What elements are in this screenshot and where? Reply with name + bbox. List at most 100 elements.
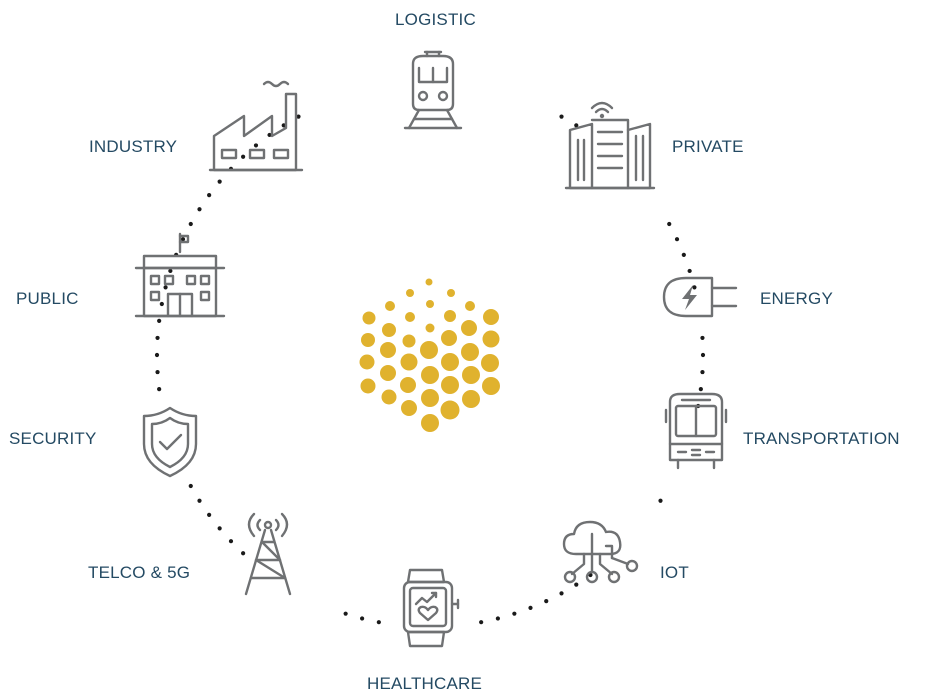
- logo-dot: [380, 342, 396, 358]
- logo-dot: [406, 289, 414, 297]
- ring-dot: [228, 539, 234, 544]
- ring-dot: [157, 318, 162, 324]
- label-security: SECURITY: [9, 429, 97, 448]
- plug-icon: [662, 276, 738, 318]
- ring-dot: [180, 237, 186, 242]
- ring-dot: [241, 154, 246, 159]
- label-private: PRIVATE: [672, 137, 744, 156]
- ring-dot: [658, 498, 663, 503]
- ring-dot: [700, 369, 705, 375]
- logo-dot: [426, 300, 434, 308]
- logo-dot: [421, 414, 439, 432]
- logo-dot: [465, 301, 475, 311]
- ring-dot: [700, 352, 706, 358]
- logo-dot: [385, 301, 395, 311]
- label-iot: IOT: [660, 563, 689, 582]
- factory-icon: [208, 80, 304, 172]
- ring-dot: [512, 611, 517, 616]
- ring-dot: [667, 221, 672, 227]
- logo-dot: [441, 353, 459, 371]
- logo-dot: [425, 278, 433, 286]
- logo-dot: [481, 354, 499, 372]
- ring-dot: [574, 123, 579, 128]
- logo-dot: [425, 323, 435, 333]
- ring-dot: [544, 599, 549, 604]
- logo-dot: [405, 312, 415, 322]
- ring-dot: [155, 369, 160, 375]
- ring-dot: [588, 572, 593, 578]
- label-healthcare: HEALTHCARE: [367, 674, 483, 693]
- ring-dot: [188, 221, 193, 227]
- logo-dot: [400, 353, 418, 371]
- logo-dot: [440, 400, 460, 420]
- ring-dot: [700, 335, 705, 341]
- logo-dot: [421, 366, 439, 384]
- ring-dot: [479, 620, 484, 625]
- building-wifi-icon: [564, 101, 656, 190]
- ring-dot: [360, 616, 365, 621]
- logo-dot: [400, 377, 416, 393]
- logo-dot: [381, 389, 397, 405]
- ring-dot: [681, 252, 686, 257]
- logo-dot: [461, 320, 477, 336]
- logo-dot: [420, 341, 438, 359]
- ring-dot: [253, 143, 259, 148]
- label-logistic: LOGISTIC: [395, 10, 476, 29]
- logo-dot: [362, 311, 376, 325]
- ring-dot: [217, 526, 222, 531]
- ring-dot: [217, 179, 222, 184]
- logo-dot: [359, 354, 375, 370]
- ring-dot: [197, 498, 202, 503]
- ring-dot: [155, 335, 160, 341]
- ring-dot: [267, 132, 272, 138]
- ring-dot: [154, 352, 160, 358]
- ring-dot: [157, 386, 162, 392]
- logo-dot: [462, 366, 480, 384]
- logo-dot: [444, 310, 456, 322]
- logo-dot: [441, 376, 459, 394]
- label-industry: INDUSTRY: [89, 137, 178, 156]
- ring-dot: [698, 386, 703, 392]
- ring-dot: [376, 620, 381, 625]
- logo-dot: [447, 289, 455, 297]
- ring-dot: [168, 268, 173, 274]
- ring-dot: [674, 237, 680, 242]
- label-energy: ENERGY: [760, 289, 833, 308]
- logo-dot: [462, 390, 480, 408]
- logo-dot: [401, 400, 417, 416]
- logo-dot: [402, 334, 416, 348]
- government-building-icon: [134, 232, 226, 318]
- ring-dot: [692, 285, 697, 290]
- logo-dot: [380, 365, 396, 381]
- ring-dot: [343, 611, 348, 616]
- logo-dot: [461, 343, 479, 361]
- train-icon: [403, 50, 463, 130]
- logo-dot: [382, 323, 396, 337]
- ring-dot: [296, 114, 301, 119]
- ring-dot: [495, 616, 500, 621]
- label-public: PUBLIC: [16, 289, 79, 308]
- logo-dot: [482, 377, 500, 395]
- label-transportation: TRANSPORTATION: [743, 429, 900, 448]
- logo-dot: [360, 378, 376, 394]
- ring-dot: [281, 123, 286, 128]
- logo-dot: [421, 389, 439, 407]
- logo-dot: [482, 330, 500, 348]
- smartwatch-icon: [402, 568, 460, 648]
- ring-dot: [207, 512, 212, 517]
- label-telco: TELCO & 5G: [88, 563, 191, 582]
- ring-dot: [241, 551, 246, 556]
- logo-dot: [361, 333, 375, 347]
- ring-dot: [159, 301, 164, 307]
- cloud-network-icon: [562, 520, 639, 584]
- ring-dot: [197, 207, 202, 212]
- ring-dot: [528, 605, 533, 610]
- ring-dot: [559, 114, 564, 119]
- ring-dot: [163, 285, 168, 290]
- ring-dot: [207, 193, 212, 198]
- ring-dot: [559, 591, 564, 596]
- shield-check-icon: [142, 406, 198, 478]
